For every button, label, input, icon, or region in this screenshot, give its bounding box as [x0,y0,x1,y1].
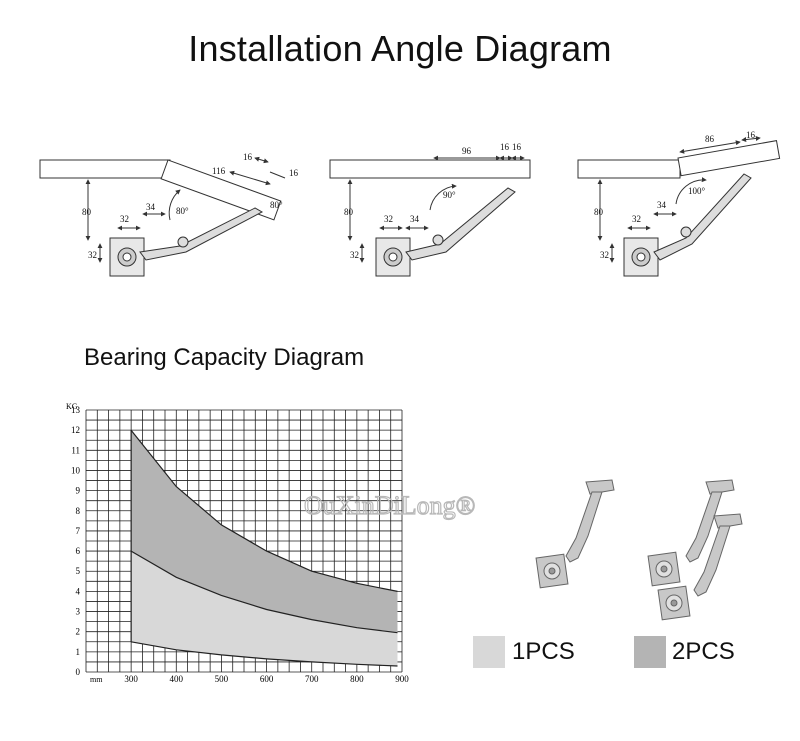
y-tick-label: 2 [76,627,81,637]
d3-gap-label: 34 [657,200,667,210]
d1-lid-width-label: 116 [212,166,226,176]
d3-offset-y-label: 32 [600,250,609,260]
x-tick-label: 900 [395,674,409,684]
hinge-base-plate [375,237,411,277]
d3-offset-x-label: 32 [632,214,641,224]
d2-height-label: 80 [344,207,354,217]
d1-angle-alt-label: 80° [270,200,283,210]
d1-height-label: 80 [82,207,92,217]
d1-offset-x-label: 32 [120,214,129,224]
d1-angle-label: 80° [176,206,189,216]
d2-offset-y-label: 32 [350,250,359,260]
d2-gap-label: 34 [410,214,420,224]
x-tick-label: 500 [215,674,229,684]
legend-swatch-2pcs [634,636,666,668]
x-tick-label: 400 [170,674,184,684]
boundary-lower-1pcs [130,641,398,667]
d2-hinge-b-label: 16 [512,142,522,152]
watermark-logo: OuXinDiLong® [303,490,476,520]
y-tick-label: 13 [71,405,81,415]
y-tick-label: 7 [76,526,81,536]
hinge-illustration-single [535,479,615,589]
d3-angle-label: 100° [688,186,706,196]
chart-areas [131,430,398,666]
y-tick-label: 3 [76,607,81,617]
legend-label-1pcs: 1PCS [512,638,575,665]
chart-boundary-lines [130,429,398,667]
page-title: Installation Angle Diagram [188,28,612,69]
y-tick-label: 0 [76,667,81,677]
y-tick-label: 11 [71,445,80,455]
y-tick-label: 6 [76,546,81,556]
installation-diagram-2 [329,155,531,277]
installation-diagram-3 [577,135,781,277]
cabinet-top [39,159,171,179]
cabinet-top [329,159,531,179]
cabinet-lid [160,159,282,221]
y-tick-label: 8 [76,506,81,516]
d2-offset-x-label: 32 [384,214,393,224]
hinge-arm [653,173,752,261]
cabinet-lid [677,140,781,177]
hinge-arm [405,187,516,261]
d3-hinge-label: 16 [746,130,756,140]
hinge-arm [139,207,264,261]
legend-label-2pcs: 2PCS [672,638,735,665]
hinge-illustration-double [647,479,743,621]
d2-lid-width-label: 96 [462,146,472,156]
d3-lid-width-label: 86 [705,134,715,144]
y-tick-label: 10 [71,465,81,475]
d3-height-label: 80 [594,207,604,217]
capacity-title: Bearing Capacity Diagram [84,344,365,371]
x-tick-label: 800 [350,674,364,684]
installation-diagrams: 80 32 34 32 80° 80° 116 16 16 80 32 34 3… [39,130,781,277]
y-tick-label: 5 [76,566,81,576]
area-1pcs [131,551,398,666]
cabinet-top [577,159,681,179]
x-axis-label: mm [90,675,103,684]
y-tick-label: 4 [76,586,81,596]
installation-diagram-1 [39,156,286,277]
legend-swatch-1pcs [473,636,505,668]
x-tick-label: 600 [260,674,274,684]
y-tick-label: 12 [71,425,80,435]
d1-offset-y-label: 32 [88,250,97,260]
y-tick-label: 1 [76,647,81,657]
d2-angle-label: 90° [443,190,456,200]
d1-hinge-b-label: 16 [289,168,299,178]
y-tick-label: 9 [76,486,81,496]
d2-hinge-a-label: 16 [500,142,510,152]
svg-text:OuXinDiLong®: OuXinDiLong® [304,491,475,520]
d1-hinge-a-label: 16 [243,152,253,162]
area-2pcs [131,430,398,633]
d1-gap-label: 34 [146,202,156,212]
x-tick-label: 300 [124,674,138,684]
boundary-upper-2pcs [130,429,398,592]
boundary-upper-1pcs [130,550,398,634]
x-tick-label: 700 [305,674,319,684]
y-axis-label: KG [66,402,78,411]
